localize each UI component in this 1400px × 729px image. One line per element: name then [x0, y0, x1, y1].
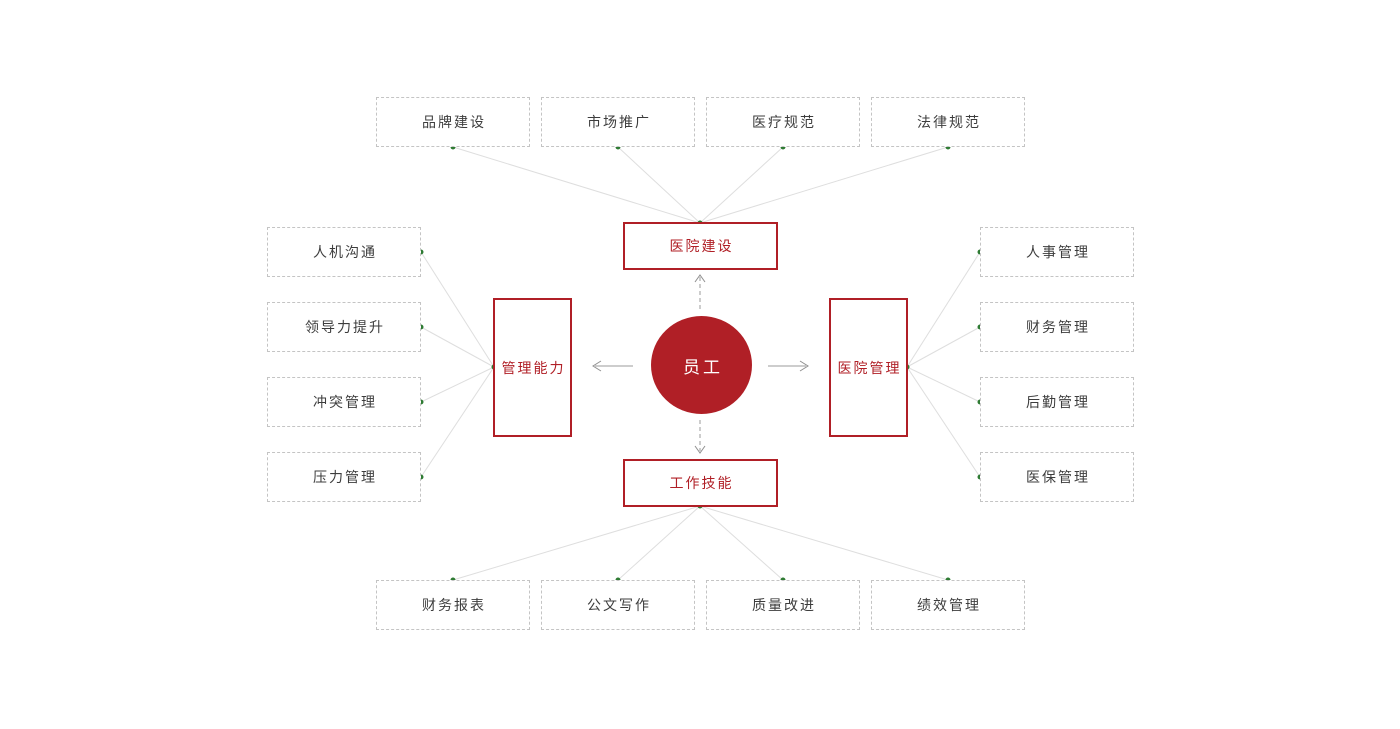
branch-work-skills: 工作技能 — [623, 459, 778, 507]
leaf-performance-management: 绩效管理 — [871, 580, 1025, 630]
leaf-insurance-management: 医保管理 — [980, 452, 1134, 502]
branch-hospital-management: 医院管理 — [829, 298, 908, 437]
leaf-conflict-management: 冲突管理 — [267, 377, 421, 427]
arrow-up — [694, 274, 706, 309]
leaf-legal-standards: 法律规范 — [871, 97, 1025, 147]
arrow-down — [694, 420, 706, 454]
leaf-communication: 人机沟通 — [267, 227, 421, 277]
center-node-employee: 员工 — [651, 316, 752, 414]
leaf-market-promotion: 市场推广 — [541, 97, 695, 147]
leaf-financial-reports: 财务报表 — [376, 580, 530, 630]
arrow-right — [768, 360, 809, 372]
leaf-hr-management: 人事管理 — [980, 227, 1134, 277]
arrow-left — [592, 360, 633, 372]
leaf-stress-management: 压力管理 — [267, 452, 421, 502]
leaf-leadership: 领导力提升 — [267, 302, 421, 352]
top-branch-connectors — [450, 144, 951, 226]
leaf-medical-standards: 医疗规范 — [706, 97, 860, 147]
leaf-brand-building: 品牌建设 — [376, 97, 530, 147]
bottom-branch-connectors — [450, 503, 951, 583]
leaf-finance-management: 财务管理 — [980, 302, 1134, 352]
left-branch-connectors — [418, 249, 497, 480]
leaf-quality-improvement: 质量改进 — [706, 580, 860, 630]
branch-hospital-construction: 医院建设 — [623, 222, 778, 270]
leaf-logistics-management: 后勤管理 — [980, 377, 1134, 427]
branch-management-ability: 管理能力 — [493, 298, 572, 437]
leaf-document-writing: 公文写作 — [541, 580, 695, 630]
right-branch-connectors — [904, 249, 983, 480]
